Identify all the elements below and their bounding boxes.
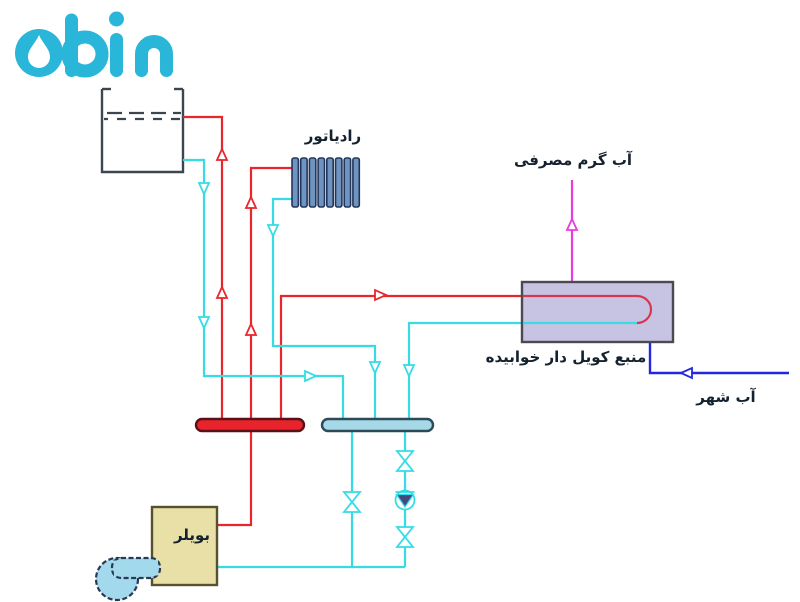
- flow-arrow-right-icon: [374, 288, 389, 302]
- pipe-supply-coil: [279, 294, 523, 419]
- pump: [94, 556, 162, 602]
- valves: [342, 450, 416, 548]
- pipe-return-radiator: [271, 197, 377, 419]
- gate-valve-icon: [395, 450, 415, 463]
- radiator-slat: [343, 157, 352, 208]
- pipe-supply-radiator: [249, 166, 292, 419]
- gate-valve-icon: [342, 491, 362, 504]
- flow-arrow-down-icon: [368, 361, 382, 376]
- city-water-label: آب شهر: [695, 388, 756, 406]
- flow-arrow-right-icon: [304, 369, 319, 383]
- check-valve-disc-icon: [395, 493, 415, 509]
- flow-arrow-up-icon: [244, 194, 258, 209]
- coil-tank: [520, 280, 675, 344]
- radiator-slat: [308, 157, 317, 208]
- radiator-slat: [317, 157, 326, 208]
- gate-valve-icon: [342, 500, 362, 513]
- radiator-slat: [291, 157, 300, 208]
- dhw-label: آب گرم مصرفی: [514, 151, 633, 169]
- pipe-supply-expansion-tank: [183, 115, 224, 419]
- flow-arrow-down-icon: [197, 316, 211, 331]
- flow-arrow-down-icon: [266, 224, 280, 239]
- flow-arrow-left-icon: [678, 366, 693, 380]
- flow-arrow-up-icon: [565, 216, 579, 231]
- flow-arrow-down-icon: [402, 364, 416, 379]
- logo-letter-i-dot: [109, 11, 124, 27]
- radiator-slat: [299, 157, 308, 208]
- radiator-slat: [325, 157, 334, 208]
- gate-valve-icon: [395, 535, 415, 548]
- flow-arrow-up-icon: [244, 321, 258, 336]
- supply-header: [194, 417, 306, 433]
- gate-valve-icon: [395, 459, 415, 472]
- flow-arrow-up-icon: [215, 284, 229, 299]
- expansion-tank: [100, 87, 185, 174]
- flow-arrow-up-icon: [215, 146, 229, 161]
- coil-tank-label: منبع کویل دار خوابیده: [486, 348, 647, 366]
- boiler-label: بویلر: [173, 526, 210, 544]
- radiator-slat: [352, 157, 361, 208]
- flow-arrows: [197, 146, 693, 383]
- coil-tube-hot-inside: [523, 294, 653, 325]
- boiler: [150, 505, 219, 587]
- radiator: [291, 157, 361, 208]
- radiator-label: رادیاتور: [304, 127, 361, 145]
- gate-valve-icon: [395, 526, 415, 539]
- abin-logo: [15, 11, 173, 78]
- logo-letter-b-bowl: [61, 30, 109, 78]
- pump-body-fill: [114, 560, 158, 576]
- pipe-return-expansion-tank: [183, 158, 345, 419]
- expansion-tank-walls: [100, 89, 185, 174]
- logo-letter-n: [135, 35, 173, 77]
- radiator-slat: [334, 157, 343, 208]
- pipe-city-water: [648, 342, 789, 375]
- pipe-supply-boiler: [217, 431, 253, 527]
- logo-droplet-icon: [28, 35, 50, 68]
- return-header: [320, 417, 435, 433]
- flow-arrow-down-icon: [197, 182, 211, 197]
